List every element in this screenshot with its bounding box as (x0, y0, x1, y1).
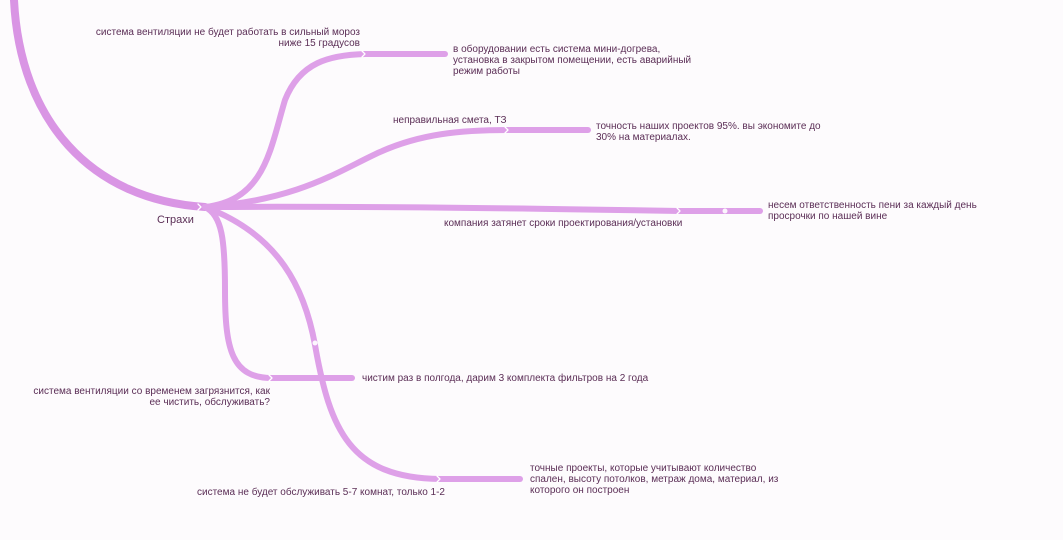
root-node-label[interactable]: Страхи (157, 214, 194, 226)
arrow-deadline (676, 207, 681, 215)
answer-node-frost[interactable]: в оборудовании есть система мини-догрева… (453, 44, 692, 77)
answer-node-estimate[interactable]: точность наших проектов 95%. вы экономит… (596, 121, 821, 143)
answer-node-filters[interactable]: чистим раз в полгода, дарим 3 комплекта … (362, 373, 649, 384)
fear-node-estimate[interactable]: неправильная смета, ТЗ (393, 115, 507, 126)
arrow-frost (361, 50, 366, 58)
edge-rooms-fear (202, 204, 443, 482)
edge-parent (10, 0, 209, 211)
edge-estimate-fear (202, 127, 511, 210)
arrow-estimate (504, 126, 509, 134)
fear-node-rooms[interactable]: система не будет обслуживать 5-7 комнат,… (197, 487, 445, 498)
dot-rooms (312, 340, 318, 346)
arrow-root (197, 203, 202, 211)
fear-node-frost[interactable]: система вентиляции не будет работать в с… (95, 27, 360, 49)
arrow-rooms (436, 475, 441, 483)
edge-frost-fear (202, 51, 368, 210)
fear-node-deadline[interactable]: компания затянет сроки проектирования/ус… (444, 218, 683, 229)
answer-node-rooms[interactable]: точные проекты, которые учитывают количе… (530, 463, 779, 496)
edge-filters-fear (202, 204, 275, 381)
fear-node-filters[interactable]: система вентиляции со временем загрязнит… (33, 386, 270, 408)
answer-node-deadline[interactable]: несем ответственность пени за каждый ден… (768, 200, 977, 222)
edge-deadline-fear (202, 203, 683, 214)
arrow-filters (268, 374, 273, 382)
dot-deadline (722, 208, 728, 214)
